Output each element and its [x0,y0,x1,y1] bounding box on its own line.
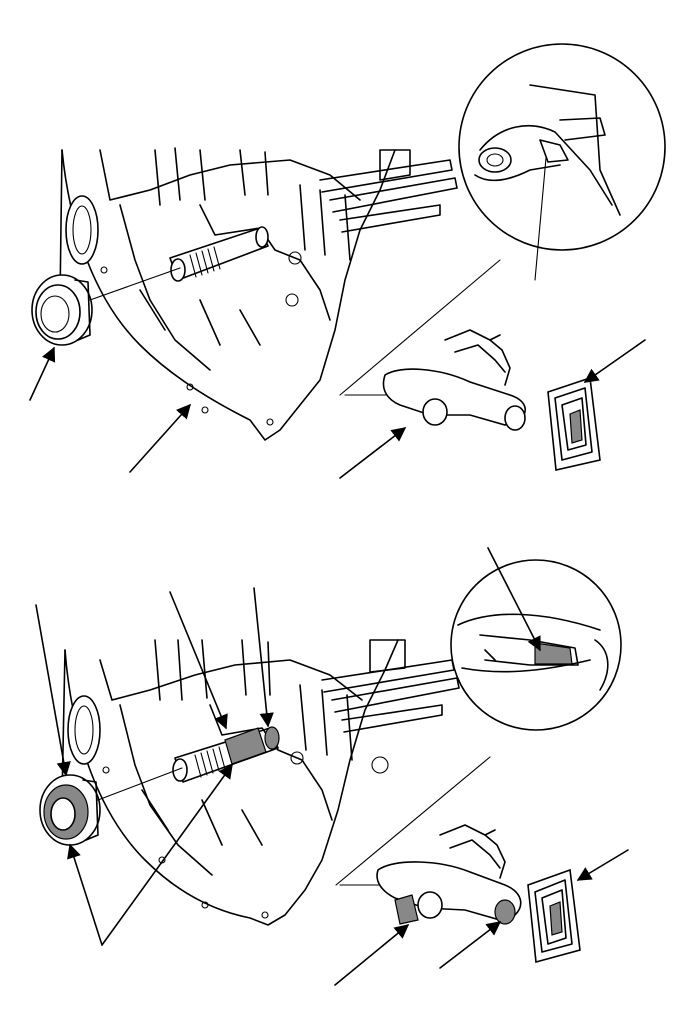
callout-arrow-bearing-bottom-lower [67,843,103,946]
installation-panel [35,547,629,986]
callout-arrow-pivot-bottom [334,924,410,986]
release-bearing-top [31,274,93,346]
callout-arrow-boot-top [583,339,646,383]
boot-top [547,376,601,471]
callout-arrow-shaft-bottom-lower [101,763,233,946]
callout-arrow-bearing-top [29,346,56,401]
detail-leader-top [534,157,547,281]
callout-arrow-shaft-bottom-upper [169,591,228,730]
callout-arrow-bearing-bottom-upper [35,604,71,777]
callout-arrow-boot-bottom [576,849,629,881]
input-shaft-top [169,226,269,282]
release-fork-assembly-top [339,259,601,471]
housing-left-bore-top [65,195,99,265]
boot-bottom [527,868,581,964]
bearing-to-shaft-line-top [89,267,181,301]
callout-arrow-detail-bottom [487,547,541,652]
callout-arrow-housing-top [129,403,191,473]
detail-circle-bottom [450,559,622,731]
callout-arrow-fork-bottom [439,921,502,969]
grease-mark-shaft [224,727,267,765]
release-fork-assembly-bottom [335,756,581,964]
bearing-to-shaft-line-bottom [97,767,183,801]
detail-circle-top [458,43,666,281]
removal-panel [29,43,666,479]
input-shaft-bottom [172,726,280,783]
release-bearing-bottom [39,774,101,846]
housing-left-bore-bottom [67,695,101,765]
callout-arrow-pivot-top [339,427,407,479]
callout-arrow-shaft-end-bottom [253,587,274,728]
transmission-housing-top [59,147,458,441]
